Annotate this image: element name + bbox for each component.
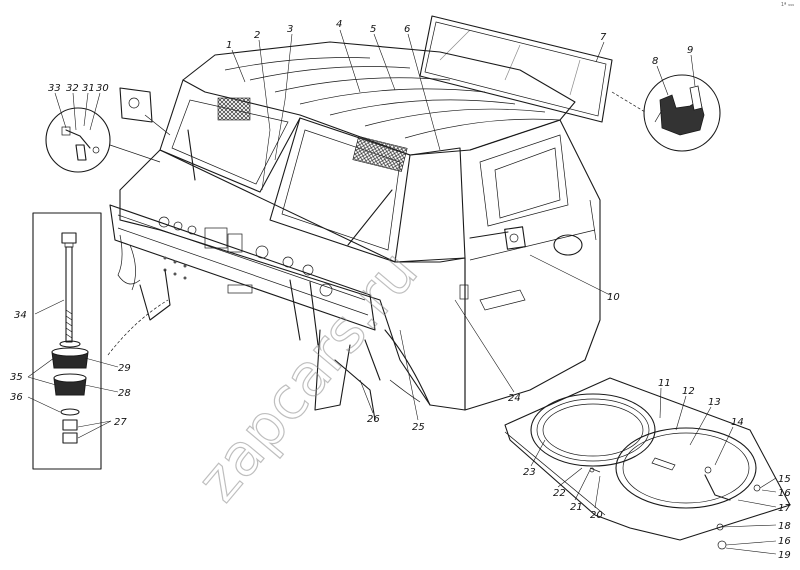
callout-24: 24 — [508, 393, 521, 404]
rear-window-glass — [419, 15, 613, 123]
seal-section-inset — [611, 74, 721, 152]
callout-22: 22 — [553, 488, 566, 499]
callout-27: 27 — [114, 417, 127, 428]
corner-mark: 1ª ₉₉₉ — [780, 2, 794, 8]
callout-13: 13 — [708, 397, 721, 408]
callout-31: 31 — [82, 83, 95, 94]
callout-30: 30 — [96, 83, 109, 94]
callout-numbers: 1 2 3 4 5 6 7 8 9 10 11 12 13 14 15 16 1… — [10, 19, 791, 561]
leader-lines — [27, 29, 777, 555]
callout-35: 35 — [10, 372, 23, 383]
cab-body — [109, 41, 601, 421]
callout-14: 14 — [731, 417, 744, 428]
callout-36: 36 — [10, 392, 23, 403]
callout-19: 19 — [778, 550, 791, 561]
callout-32: 32 — [66, 83, 79, 94]
callout-2: 2 — [254, 30, 260, 41]
callout-16b: 16 — [778, 536, 791, 547]
callout-6: 6 — [404, 24, 410, 35]
callout-11: 11 — [658, 378, 671, 389]
callout-1: 1 — [226, 40, 232, 51]
callout-10: 10 — [607, 292, 620, 303]
floor-panel — [504, 377, 791, 541]
callout-18: 18 — [778, 521, 791, 532]
callout-17: 17 — [778, 503, 791, 514]
callout-7: 7 — [600, 32, 607, 43]
callout-15: 15 — [778, 474, 791, 485]
callout-28: 28 — [118, 388, 131, 399]
callout-12: 12 — [682, 386, 695, 397]
callout-4: 4 — [336, 19, 342, 30]
callout-29: 29 — [118, 363, 131, 374]
callout-8: 8 — [652, 56, 658, 67]
callout-3: 3 — [287, 24, 293, 35]
callout-23: 23 — [523, 467, 536, 478]
callout-5: 5 — [370, 24, 376, 35]
callout-25: 25 — [412, 422, 425, 433]
watermark: zapcars.ru — [184, 238, 431, 514]
callout-34: 34 — [14, 310, 27, 321]
mount-bolt-assembly — [32, 212, 169, 470]
callout-26: 26 — [367, 414, 380, 425]
callout-16a: 16 — [778, 488, 791, 499]
callout-9: 9 — [687, 45, 693, 56]
callout-20: 20 — [590, 510, 603, 521]
mirror-bracket-inset — [45, 87, 171, 173]
callout-33: 33 — [48, 83, 61, 94]
callout-21: 21 — [570, 502, 583, 513]
